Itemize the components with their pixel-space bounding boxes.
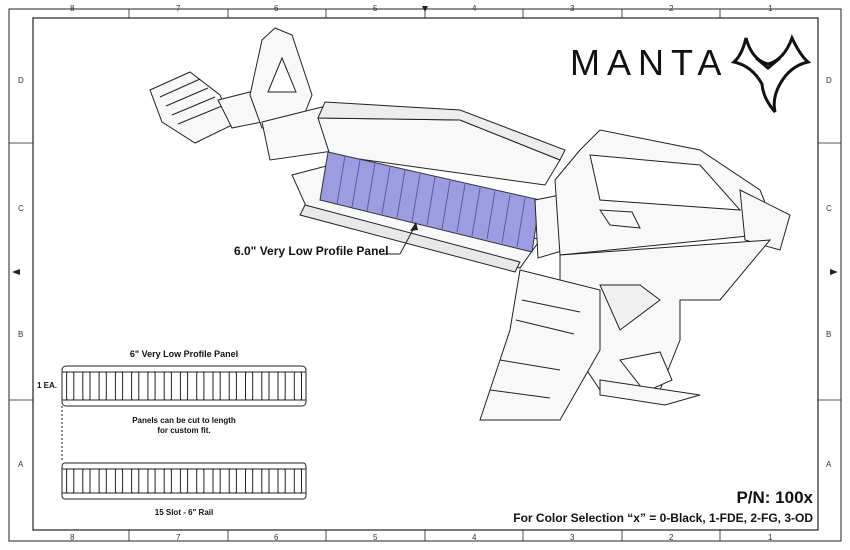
zone-row-label: A (826, 460, 832, 469)
rail-slot (98, 468, 107, 494)
panel-slot (163, 371, 172, 401)
panel-slot (66, 371, 75, 401)
rail-slot (147, 468, 156, 494)
color-selection-note: For Color Selection “x” = 0-Black, 1-FDE… (513, 511, 813, 525)
panel-slot (131, 371, 140, 401)
rail-slot (131, 468, 140, 494)
rifle-illustration (149, 27, 791, 421)
rail-slot (179, 468, 189, 494)
trigger-guard (599, 379, 701, 406)
panel-slot (98, 371, 107, 401)
zone-col-label: 6 (274, 4, 279, 13)
rail-slot (245, 468, 254, 494)
zone-col-label: 8 (70, 4, 75, 13)
zone-col-label: 4 (472, 4, 477, 13)
rail-slot (277, 468, 286, 494)
panel-slot (147, 371, 156, 401)
manta-ray-logo-icon (730, 34, 812, 113)
panel-slot (245, 371, 254, 401)
panel-slot (114, 371, 124, 401)
zone-col-label: 8 (70, 533, 75, 542)
panel-slot (293, 371, 302, 401)
zone-row-label: D (826, 76, 832, 85)
zone-col-label: 1 (768, 533, 773, 542)
rail-detail-label: 15 Slot - 6" Rail (154, 508, 214, 517)
flash-hider (149, 71, 263, 144)
panel-detail-title: 6" Very Low Profile Panel (129, 349, 239, 359)
zone-col-label: 2 (669, 4, 674, 13)
center-arrow-top (422, 6, 428, 12)
rail-slot (196, 468, 205, 494)
rail-slot (228, 468, 237, 494)
panel-callout-label: 6.0" Very Low Profile Panel (234, 244, 389, 258)
zone-col-label: 7 (176, 4, 181, 13)
zone-col-label: 3 (570, 533, 575, 542)
brand-name: MANTA (570, 42, 729, 83)
panel-slot (82, 371, 91, 401)
cut-note: Panels can be cut to length for custom f… (64, 416, 304, 436)
zone-row-label: B (18, 330, 24, 339)
quantity-label: 1 EA. (37, 381, 58, 390)
zone-col-label: 2 (669, 533, 674, 542)
zone-col-label: 3 (570, 4, 575, 13)
zone-col-label: 5 (373, 4, 378, 13)
rail-slot (66, 468, 75, 494)
zone-ticks (9, 9, 841, 541)
highlighted-panel (319, 151, 541, 253)
zone-row-label: B (826, 330, 832, 339)
inner-border (32, 17, 819, 531)
zone-col-label: 4 (472, 533, 477, 542)
panel-detail (61, 365, 307, 460)
panel-slot (179, 371, 189, 401)
callout-leader (382, 222, 418, 255)
panel-slot (261, 371, 270, 401)
center-arrow-left (12, 269, 20, 275)
rail-slot (114, 468, 124, 494)
rail-slot (163, 468, 172, 494)
zone-col-label: 5 (373, 533, 378, 542)
rail-slot (293, 468, 302, 494)
center-arrow-right (830, 269, 838, 275)
panel-slots (66, 371, 302, 401)
zone-row-label: C (826, 204, 832, 213)
rail-slots (66, 468, 302, 494)
lower-receiver (559, 239, 772, 393)
part-number: P/N: 100x (736, 488, 813, 507)
upper-receiver (554, 129, 791, 256)
magazine (479, 269, 601, 421)
zone-row-label: A (18, 460, 24, 469)
rail-slot (212, 468, 221, 494)
zone-col-label: 6 (274, 533, 279, 542)
panel-slot (228, 371, 237, 401)
rail-slot (261, 468, 270, 494)
panel-slot (277, 371, 286, 401)
panel-slot (212, 371, 221, 401)
panel-slot (196, 371, 205, 401)
zone-col-label: 7 (176, 533, 181, 542)
rail-slot (82, 468, 91, 494)
zone-col-label: 1 (768, 4, 773, 13)
zone-row-label: C (18, 204, 24, 213)
cut-note-line: for custom fit. (157, 426, 211, 435)
zone-row-label: D (18, 76, 24, 85)
cut-note-line: Panels can be cut to length (132, 416, 236, 425)
top-rail (317, 101, 566, 186)
rail-detail (61, 462, 307, 500)
